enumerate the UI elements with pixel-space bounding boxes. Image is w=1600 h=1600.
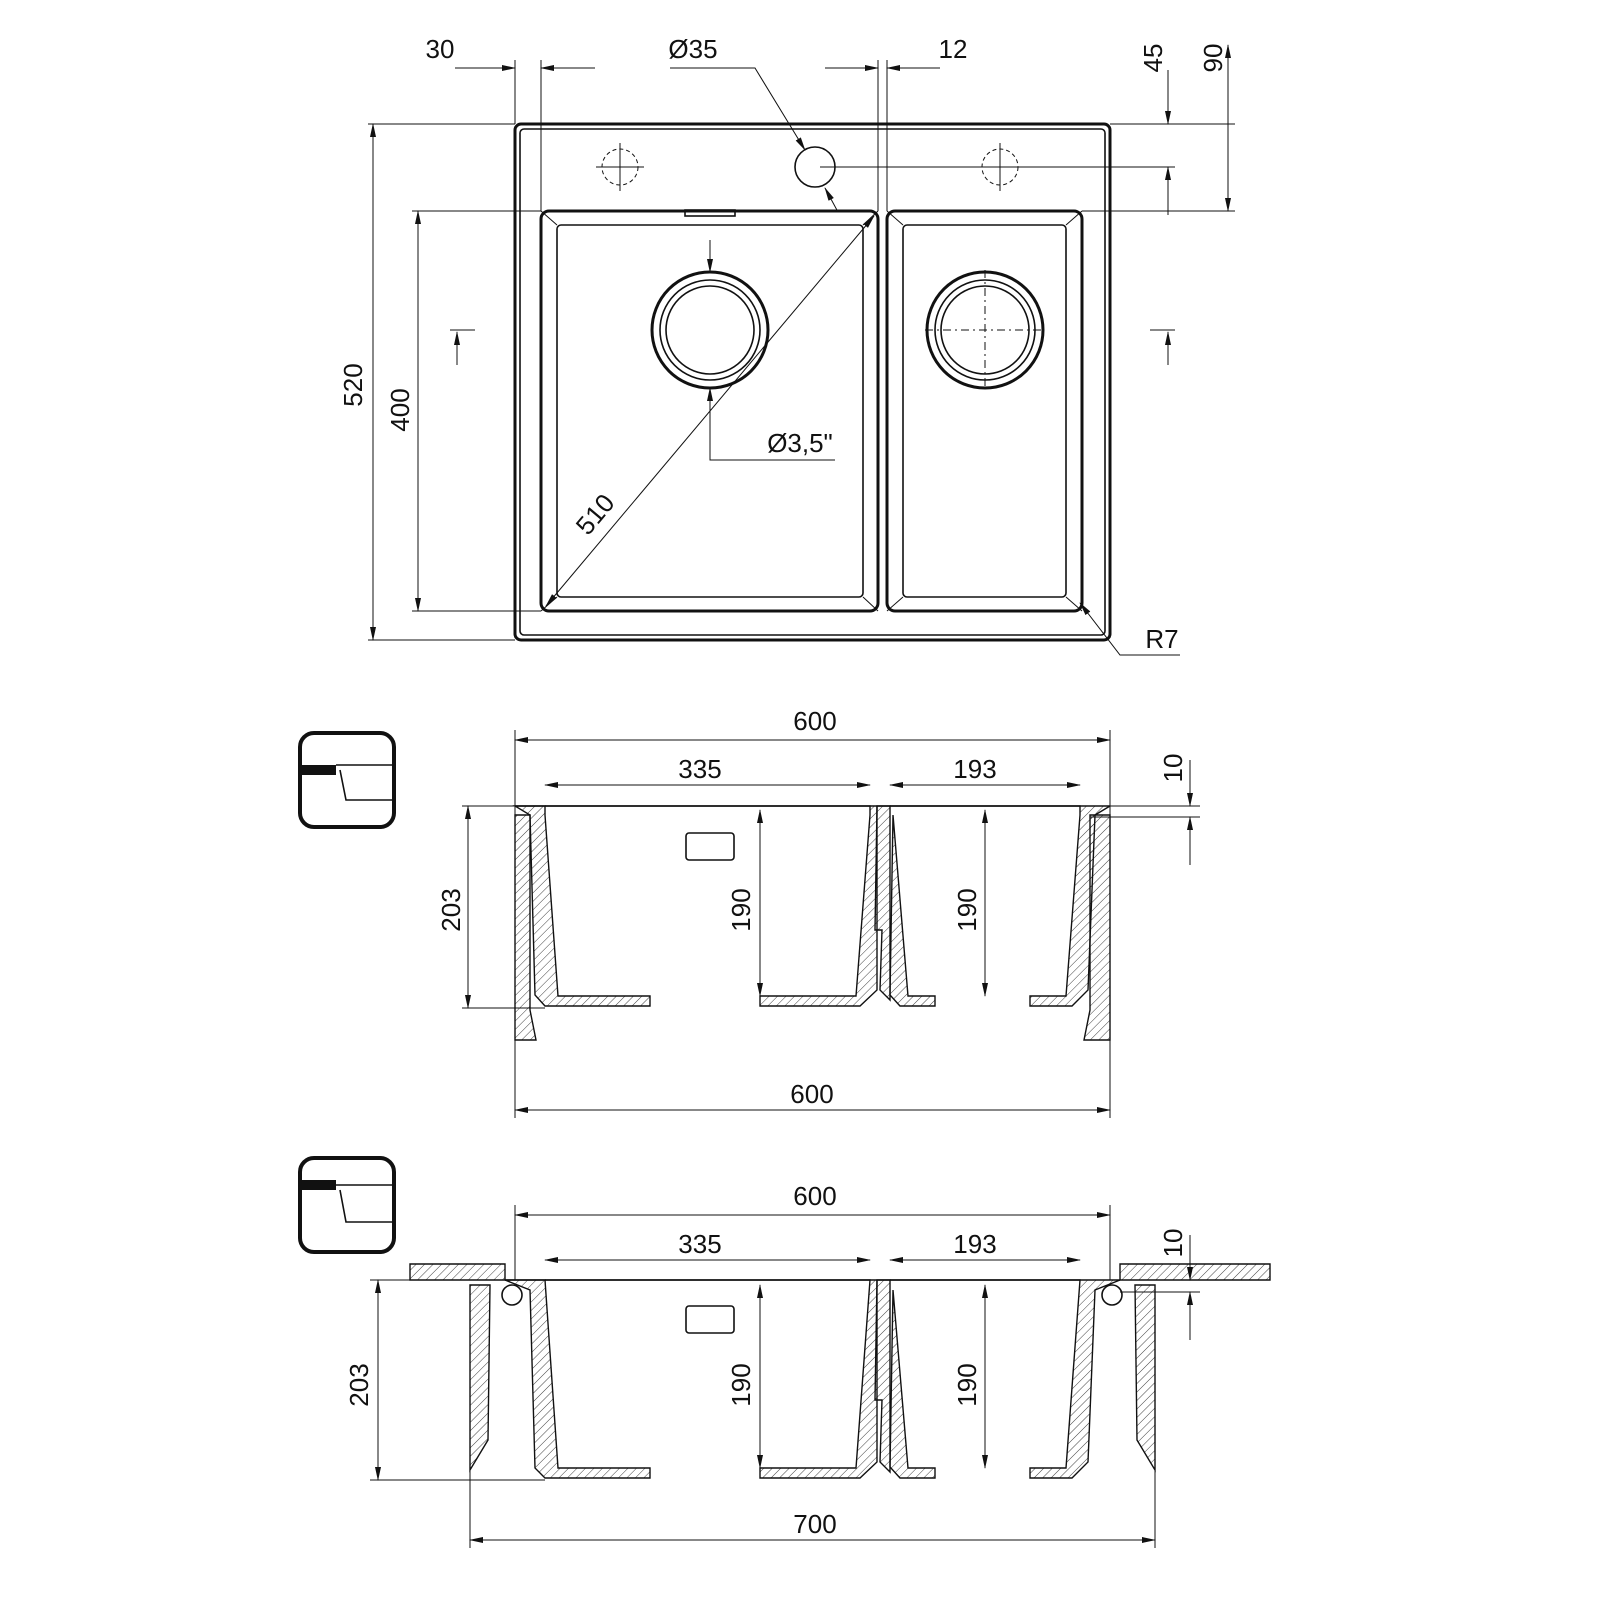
dim-10: 10 <box>1158 754 1188 783</box>
dim-193: 193 <box>953 754 996 784</box>
dim-45: 45 <box>1138 44 1168 73</box>
dim-10: 10 <box>1158 1229 1188 1258</box>
section-inset: 600 335 193 10 203 190 190 700 <box>344 1181 1271 1548</box>
countertop-right <box>1119 1263 1271 1281</box>
dim-203: 203 <box>436 888 466 931</box>
dim-520: 520 <box>338 363 368 406</box>
dim-190-left: 190 <box>726 888 756 931</box>
top-view: 30 Ø35 12 45 90 520 400 510 Ø3,5" R7 <box>338 34 1235 656</box>
mount-icon-inset <box>298 1156 396 1254</box>
dim-600-top: 600 <box>793 1181 836 1211</box>
dim-tap-hole-diameter: Ø35 <box>668 34 717 64</box>
dim-700-cabinet: 700 <box>793 1509 836 1539</box>
dim-600-top: 600 <box>793 706 836 736</box>
dim-510-diagonal: 510 <box>570 488 621 541</box>
dim-600-bottom: 600 <box>790 1079 833 1109</box>
dim-190-right: 190 <box>952 888 982 931</box>
dim-12: 12 <box>939 34 968 64</box>
dim-190-right: 190 <box>952 1363 982 1406</box>
dim-193: 193 <box>953 1229 996 1259</box>
mount-icon-flush <box>298 731 396 829</box>
section-flush: 600 335 193 10 203 190 190 600 <box>436 706 1200 1118</box>
dim-335: 335 <box>678 754 721 784</box>
dim-335: 335 <box>678 1229 721 1259</box>
sink-outline <box>513 122 1112 642</box>
drain-main <box>650 270 770 390</box>
secondary-bowl <box>885 209 1084 613</box>
dim-r7: R7 <box>1145 624 1178 654</box>
drain-secondary <box>925 270 1045 390</box>
countertop-left <box>409 1263 506 1281</box>
dim-190-left: 190 <box>726 1363 756 1406</box>
dim-400: 400 <box>385 388 415 431</box>
dim-30: 30 <box>426 34 455 64</box>
dim-203: 203 <box>344 1363 374 1406</box>
dim-90: 90 <box>1198 44 1228 73</box>
dim-drain-diameter: Ø3,5" <box>767 428 833 458</box>
